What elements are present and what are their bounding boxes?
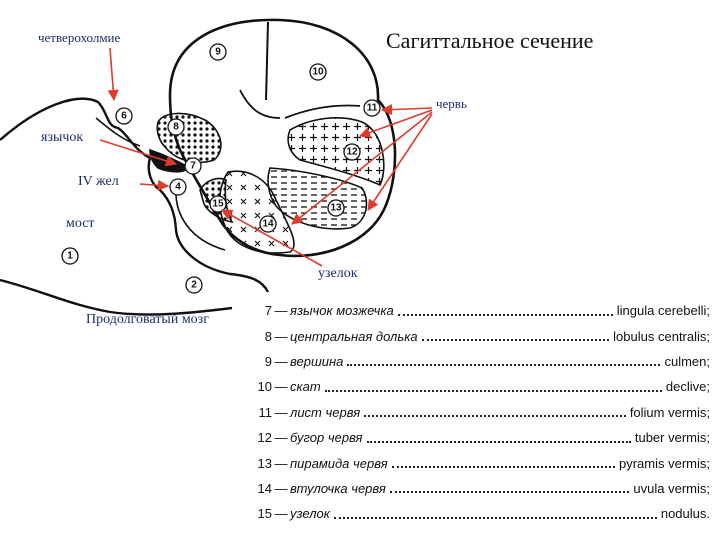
legend-lat: declive;: [665, 379, 710, 395]
marker-12: [343, 143, 361, 161]
label-cherv: червь: [436, 96, 467, 111]
label-prodolgovaty: Продолговатый мозг: [86, 312, 209, 327]
legend-lat: lobulus centralis;: [613, 328, 710, 344]
legend-lat: nodulus.: [660, 506, 710, 522]
label-iv-zhel: IV жел: [78, 174, 119, 189]
marker-10: [309, 63, 327, 81]
legend-num: 9: [264, 353, 272, 369]
marker-11: [363, 99, 381, 117]
marker-8: [167, 118, 185, 136]
legend-num: 7: [264, 303, 272, 319]
label-yazychok: язычок: [41, 130, 84, 145]
label-chetverokholmie: четверохолмие: [38, 30, 121, 45]
marker-4-text: 4: [175, 182, 181, 193]
legend-num: 8: [264, 328, 272, 344]
legend-num: 13: [257, 455, 272, 471]
marker-4: [169, 178, 187, 196]
annotation-arrows: [99, 47, 433, 267]
arrow-cherv-2: [358, 109, 433, 138]
legend-ru: вершина: [290, 353, 344, 369]
arrow-yazychok: [99, 139, 178, 167]
marker-14-text: 14: [262, 219, 274, 230]
marker-7: [184, 157, 202, 175]
marker-1: [61, 247, 79, 265]
legend-ru: центральная долька: [290, 328, 418, 344]
marker-7-text: 7: [190, 161, 196, 172]
arrow-cherv-1: [380, 104, 433, 116]
legend-num: 14: [257, 480, 272, 496]
label-most: мост: [66, 216, 95, 231]
legend-lat: culmen;: [664, 353, 710, 369]
legend-num: 15: [257, 506, 272, 522]
marker-9-text: 9: [215, 47, 221, 58]
legend-num: 12: [257, 430, 272, 446]
page-title: Сагиттальное сечение: [386, 28, 594, 53]
marker-15-text: 15: [212, 199, 224, 210]
legend-lat: tuber vermis;: [634, 430, 710, 446]
marker-10-text: 10: [312, 67, 324, 78]
marker-2: [185, 276, 203, 294]
cerebellum-outline: [168, 18, 397, 258]
arrow-cherv-3: [291, 111, 433, 225]
marker-12-text: 12: [346, 147, 358, 158]
arrow-uzelok: [221, 209, 323, 267]
marker-1-text: 1: [67, 251, 73, 262]
arrow-iv-zhel: [139, 179, 170, 191]
marker-14: [259, 215, 277, 233]
legend-ru: пирамида червя: [290, 455, 388, 471]
marker-6: [115, 107, 133, 125]
number-texts: 9 10 11 12 13 14 15 8 7 6 4 1 2: [67, 47, 378, 291]
marker-15: [209, 195, 227, 213]
marker-13: [327, 199, 345, 217]
legend-ru: лист червя: [290, 404, 361, 420]
legend-ru: скат: [290, 379, 321, 395]
label-uzelok: узелок: [318, 266, 358, 281]
legend-lat: folium vermis;: [629, 404, 710, 420]
marker-2-text: 2: [191, 280, 197, 291]
legend-ru: узелок: [290, 506, 330, 522]
marker-11-text: 11: [367, 103, 378, 114]
arrow-cherv-4: [367, 113, 433, 211]
legend-ru: язычок мозжечка: [290, 303, 394, 319]
legend-num: 11: [258, 404, 273, 420]
marker-8-text: 8: [173, 122, 179, 133]
marker-9: [209, 43, 227, 61]
legend-lat: uvula vermis;: [633, 480, 710, 496]
marker-6-text: 6: [121, 111, 127, 122]
legend-lat: lingula cerebelli;: [616, 303, 710, 319]
legend-ru: бугор червя: [290, 430, 363, 446]
legend-num: 10: [257, 379, 272, 395]
legend-lat: pyramis vermis;: [618, 455, 710, 471]
number-markers: [61, 43, 381, 294]
arrow-chetverokholmie: [107, 47, 119, 102]
marker-13-text: 13: [330, 203, 342, 214]
legend-ru: втулочка червя: [290, 480, 386, 496]
